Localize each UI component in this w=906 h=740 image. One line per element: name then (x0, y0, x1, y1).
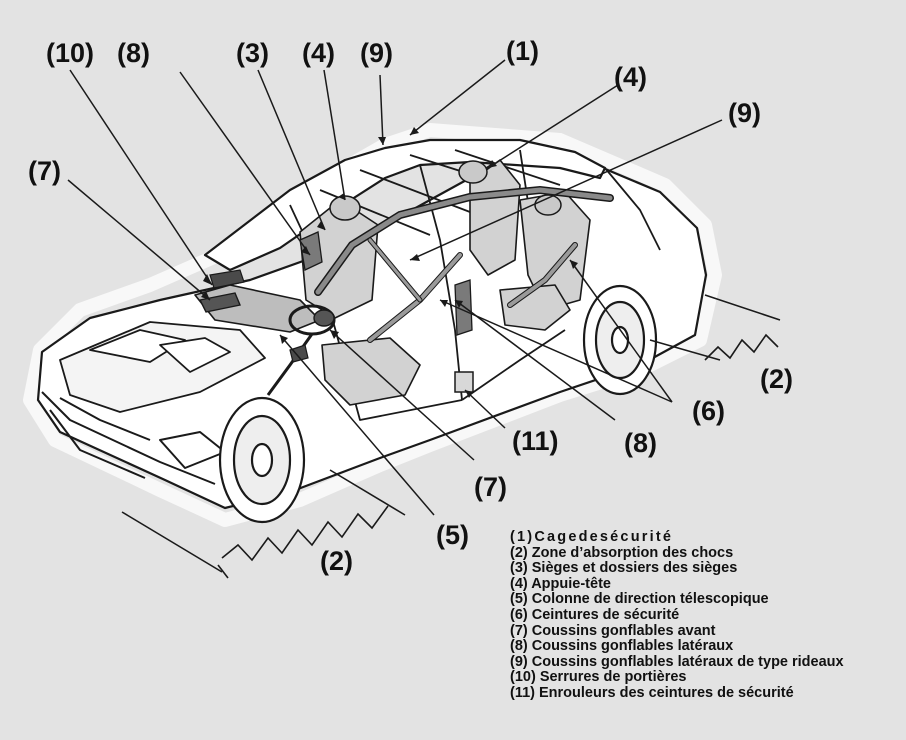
callout-3-top: (3) (236, 38, 269, 68)
callout-6-right: (6) (692, 396, 725, 426)
engine-bay (59, 321, 266, 413)
leader-lines (67, 59, 723, 516)
callout-10-top: (10) (46, 38, 95, 68)
crumple-zone-rear (649, 294, 781, 361)
legend-item: (9) Coussins gonflables latéraux de type… (510, 653, 844, 670)
callout-2-right: (2) (760, 364, 793, 394)
legend-item: (2) Zone d’absorption des chocs (510, 544, 734, 561)
callout-7-left: (7) (28, 156, 61, 186)
callout-4-right: (4) (614, 62, 647, 92)
legend-item: (11) Enrouleurs des ceintures de sécurit… (510, 684, 794, 701)
rear-wheel (582, 284, 658, 396)
legend: (1)Cagedesécurité (2) Zone d’absorption … (510, 529, 844, 702)
callout-9-right: (9) (728, 98, 761, 128)
arrow-heads (201, 127, 578, 398)
callout-4-top: (4) (302, 38, 335, 68)
side-airbags (299, 231, 473, 336)
legend-item: (7) Coussins gonflables avant (510, 622, 716, 639)
headrests (329, 160, 562, 221)
callout-9-top: (9) (360, 38, 393, 68)
seat-belts (367, 237, 578, 343)
legend-item: (8) Coussins gonflables latéraux (510, 638, 734, 655)
legend-item: (5) Colonne de direction télescopique (510, 591, 769, 608)
callout-11-bottom: (11) (512, 426, 559, 456)
legend-item: (1)Cagedesécurité (510, 529, 674, 545)
legend-item: (10) Serrures de portières (510, 669, 687, 686)
crumple-zone-front (121, 469, 406, 579)
callout-7-bottom: (7) (474, 472, 507, 502)
front-wheel (218, 396, 306, 524)
callout-8-top: (8) (117, 38, 150, 68)
callout-8-bottom: (8) (624, 428, 657, 458)
legend-item: (3) Sièges et dossiers des sièges (510, 560, 738, 577)
legend-item: (4) Appuie-tête (510, 575, 611, 592)
front-airbag-module (198, 292, 335, 327)
door-locks (209, 269, 309, 363)
legend-item: (6) Ceintures de sécurité (510, 606, 680, 623)
curtain-airbag (314, 185, 614, 296)
callout-2-bottom: (2) (320, 546, 353, 576)
belt-retractor (454, 371, 474, 393)
callout-5-bottom: (5) (436, 520, 469, 550)
callout-1-top: (1) (506, 36, 539, 66)
